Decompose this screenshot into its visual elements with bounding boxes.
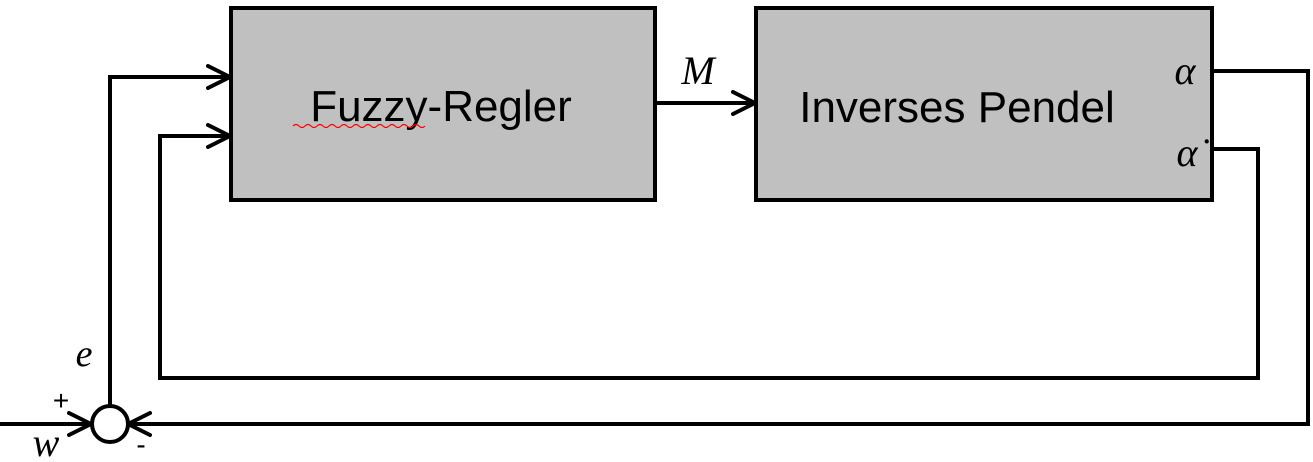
controller-label: Fuzzy-Regler: [310, 82, 572, 131]
summing-junction: [90, 404, 130, 444]
error-signal-line: [108, 64, 232, 407]
angle-output-label: α: [1175, 48, 1197, 93]
plant-block: [754, 6, 1214, 202]
plus-sign: +: [53, 385, 69, 416]
angular-velocity-feedback-line: [158, 123, 1260, 380]
controller-block: [229, 6, 657, 202]
angle-feedback-line: [126, 69, 1310, 437]
minus-sign: -: [136, 429, 145, 460]
control-signal-label: M: [680, 48, 717, 93]
spellcheck-underline: [292, 123, 426, 129]
error-signal-label: e: [76, 333, 93, 375]
plant-label: Inverses Pendel: [799, 83, 1115, 132]
reference-input-label: w: [33, 420, 60, 462]
